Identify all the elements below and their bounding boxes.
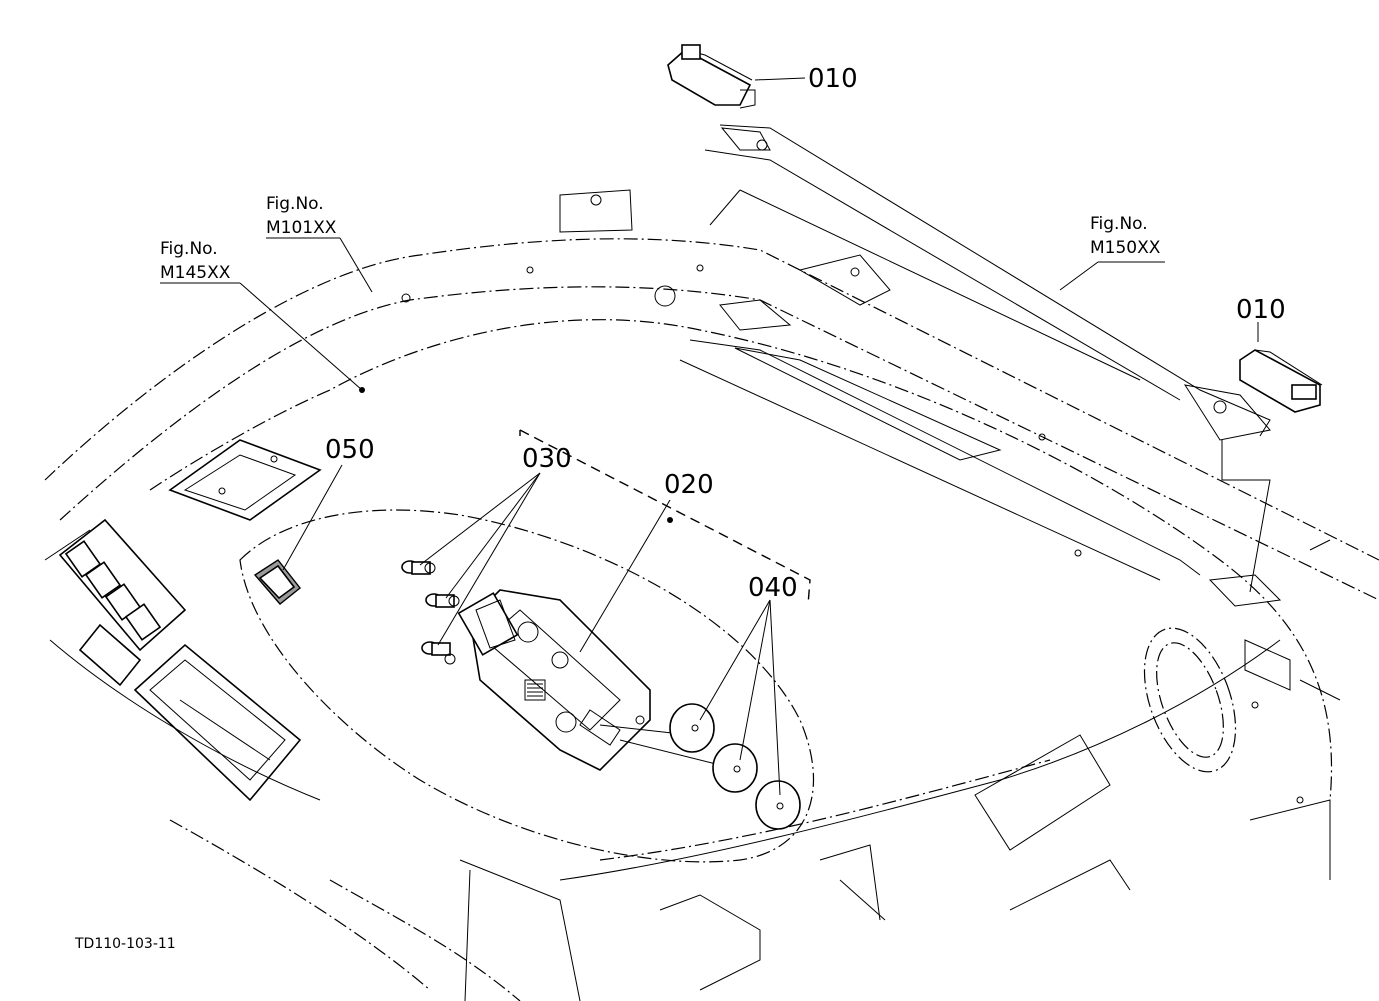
part-020-room-lamp (457, 589, 651, 771)
label-030: 030 (522, 444, 572, 474)
dome-light-recess (239, 429, 814, 863)
drawing-code: TD110-103-11 (74, 936, 176, 952)
fig-ref-m145-prefix: Fig.No. (160, 239, 218, 259)
fig-ref-m145-code: M145XX (160, 263, 231, 283)
part-010-connector-top (667, 44, 756, 109)
fig-ref-m101-prefix: Fig.No. (266, 194, 324, 214)
roof-frame (44, 238, 1379, 1001)
label-010-right: 010 (1236, 295, 1286, 325)
bulb-2 (425, 593, 460, 608)
fig-ref-m150-code: M150XX (1090, 238, 1161, 258)
wiper-rail-assembly (679, 124, 1341, 701)
leader-lines (160, 77, 1271, 796)
label-050: 050 (325, 435, 375, 465)
fig-ref-m101-code: M101XX (266, 218, 337, 238)
left-switch-panel (58, 439, 322, 802)
part-040-lenses (599, 703, 801, 830)
bulb-3 (421, 641, 456, 665)
fig-ref-m150-prefix: Fig.No. (1090, 214, 1148, 234)
right-panel-cutouts (974, 433, 1331, 911)
label-020: 020 (664, 470, 714, 500)
bulb-1 (401, 560, 436, 575)
roof-bracket-top (401, 189, 704, 307)
part-030-bulbs (401, 560, 460, 665)
part-050-cover (253, 559, 301, 605)
part-010-connector-right (1239, 349, 1323, 413)
label-040: 040 (748, 573, 798, 603)
label-010-top: 010 (808, 64, 858, 94)
lower-console-shapes (459, 844, 886, 1001)
